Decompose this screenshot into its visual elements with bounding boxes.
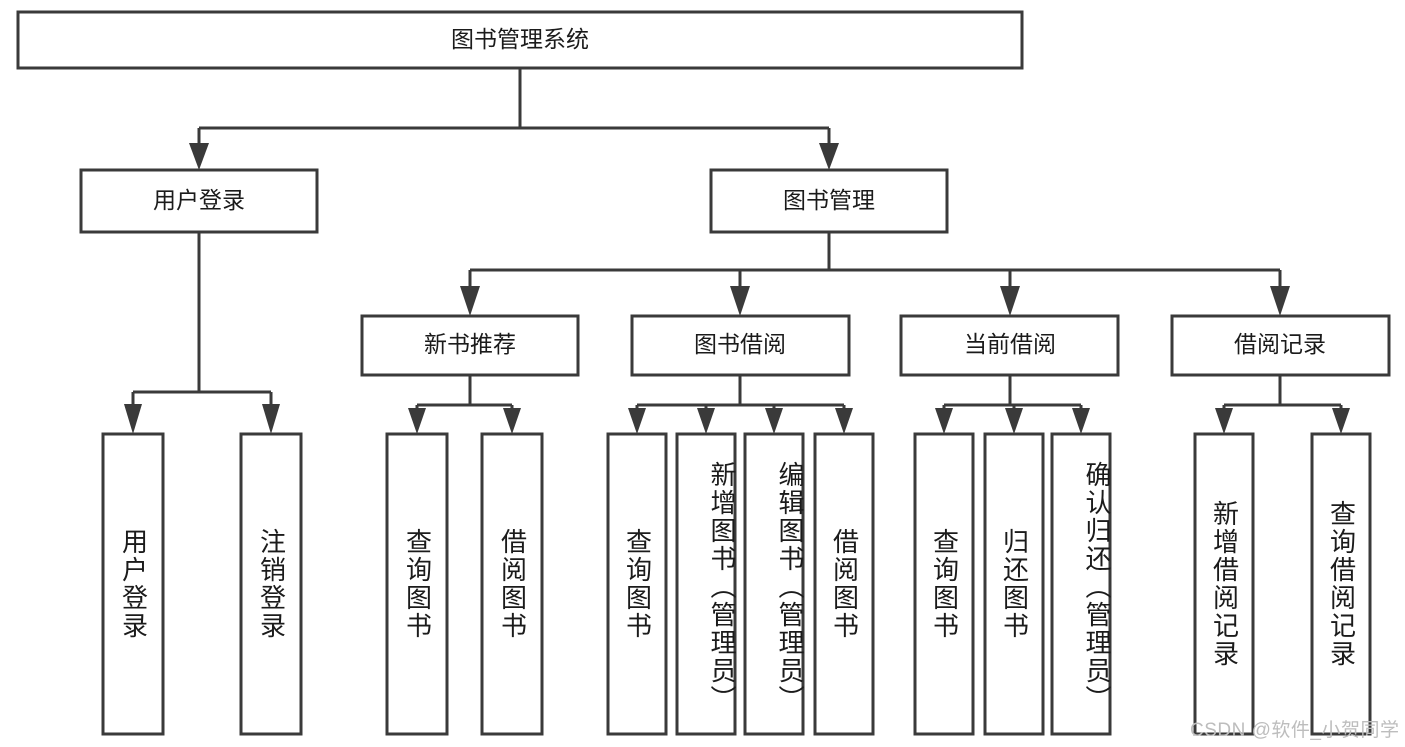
arrow-head-icon bbox=[1072, 408, 1090, 434]
node-label: 图书管理 bbox=[783, 187, 875, 213]
arrow-head-icon bbox=[935, 408, 953, 434]
leaf-box-borrow-book-recommend[interactable] bbox=[480, 432, 544, 736]
arrow-head-icon bbox=[1215, 408, 1233, 434]
arrow-head-icon bbox=[628, 408, 646, 434]
leaf-boxes-group bbox=[101, 432, 1372, 736]
node-box-rect bbox=[630, 314, 851, 377]
arrow-head-icon bbox=[189, 143, 209, 170]
connector-userlogin-to-leaves bbox=[124, 232, 280, 434]
node-box-rect bbox=[709, 168, 949, 234]
leaf-box-borrow-book[interactable] bbox=[813, 432, 875, 736]
leaf-box-query-book-recommend[interactable] bbox=[385, 432, 449, 736]
node-root[interactable]: 图书管理系统 bbox=[16, 10, 1024, 70]
connector-root-to-level2 bbox=[189, 68, 839, 170]
node-book-management[interactable]: 图书管理 bbox=[709, 168, 949, 234]
arrow-head-icon bbox=[460, 286, 480, 316]
connector-currentborrow-to-leaves bbox=[935, 375, 1090, 434]
arrow-head-icon bbox=[835, 408, 853, 434]
leaf-box-add-borrow-record[interactable] bbox=[1193, 432, 1255, 736]
arrow-head-icon bbox=[765, 408, 783, 434]
node-label: 借阅记录 bbox=[1234, 331, 1326, 357]
leaf-box-query-book-current[interactable] bbox=[913, 432, 975, 736]
leaf-box-query-borrow-record[interactable] bbox=[1310, 432, 1372, 736]
node-label: 用户登录 bbox=[153, 187, 245, 213]
arrow-head-icon bbox=[503, 408, 521, 434]
arrow-head-icon bbox=[819, 143, 839, 170]
node-box-rect bbox=[79, 168, 319, 234]
leaf-box-edit-book-admin[interactable] bbox=[743, 432, 805, 736]
leaf-box-logout-login[interactable] bbox=[239, 432, 303, 736]
node-label: 图书借阅 bbox=[694, 331, 786, 357]
arrow-head-icon bbox=[262, 404, 280, 434]
arrow-head-icon bbox=[408, 408, 426, 434]
node-book-borrow[interactable]: 图书借阅 bbox=[630, 314, 851, 377]
connector-bookborrow-to-leaves bbox=[628, 375, 853, 434]
arrow-head-icon bbox=[1270, 286, 1290, 316]
node-label: 当前借阅 bbox=[964, 331, 1056, 357]
node-current-borrow[interactable]: 当前借阅 bbox=[899, 314, 1120, 377]
connector-bookmgmt-to-level3 bbox=[460, 232, 1290, 316]
leaf-box-return-book[interactable] bbox=[983, 432, 1045, 736]
arrow-head-icon bbox=[730, 286, 750, 316]
arrow-head-icon bbox=[1005, 408, 1023, 434]
node-label: 图书管理系统 bbox=[451, 26, 589, 52]
leaf-box-query-book-borrow[interactable] bbox=[606, 432, 668, 736]
node-borrow-record[interactable]: 借阅记录 bbox=[1170, 314, 1391, 377]
leaf-box-confirm-return-admin[interactable] bbox=[1050, 432, 1112, 736]
node-new-book-recommend[interactable]: 新书推荐 bbox=[360, 314, 580, 377]
arrow-head-icon bbox=[697, 408, 715, 434]
node-box-rect bbox=[16, 10, 1024, 70]
watermark-text: CSDN @软件_小贺同学 bbox=[1190, 720, 1400, 741]
node-user-login[interactable]: 用户登录 bbox=[79, 168, 319, 234]
connector-borrowrecord-to-leaves bbox=[1215, 375, 1350, 434]
leaf-box-add-book-admin[interactable] bbox=[675, 432, 737, 736]
arrow-head-icon bbox=[1332, 408, 1350, 434]
arrow-head-icon bbox=[1000, 286, 1020, 316]
node-box-rect bbox=[899, 314, 1120, 377]
node-box-rect bbox=[1170, 314, 1391, 377]
connector-newbook-to-leaves bbox=[408, 375, 521, 434]
node-label: 新书推荐 bbox=[424, 331, 516, 357]
leaf-box-user-login[interactable] bbox=[101, 432, 165, 736]
node-box-rect bbox=[360, 314, 580, 377]
arrow-head-icon bbox=[124, 404, 142, 434]
